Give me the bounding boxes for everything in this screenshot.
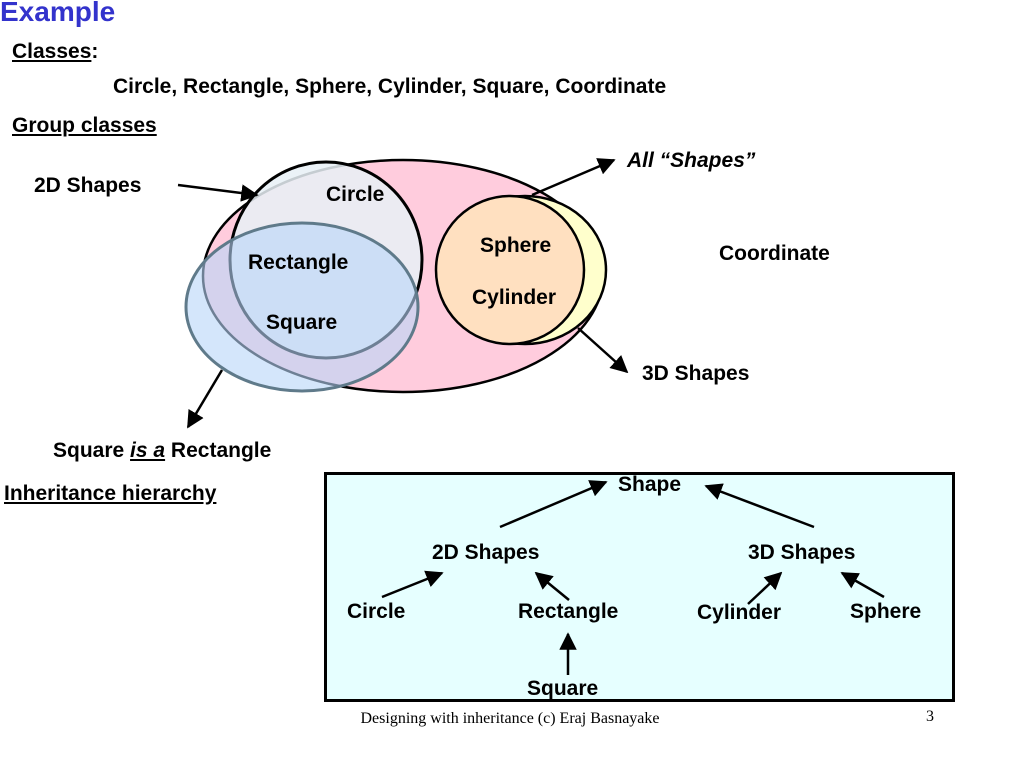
label-2d-shapes: 2D Shapes xyxy=(34,174,142,197)
venn-square-label: Square xyxy=(266,311,338,334)
arrow-rectangle-to-2d xyxy=(534,571,570,601)
venn-sphere-label: Sphere xyxy=(480,234,552,257)
label-all-shapes: All “Shapes” xyxy=(627,149,756,172)
node-square: Square xyxy=(527,677,599,700)
arrow-sphere-to-3d xyxy=(840,571,885,599)
node-cylinder: Cylinder xyxy=(697,601,782,624)
node-shape: Shape xyxy=(618,473,682,496)
arrow-2d-shapes xyxy=(177,183,259,202)
square-is-a-mid: is a xyxy=(130,439,166,462)
arrow-all-shapes xyxy=(531,158,616,197)
venn-circle-label: Circle xyxy=(326,183,385,206)
classes-colon: : xyxy=(91,40,99,63)
venn-rectangle-label: Rectangle xyxy=(248,251,349,274)
square-is-a-post: Rectangle xyxy=(170,439,272,462)
label-coordinate: Coordinate xyxy=(719,242,830,265)
group-classes-heading: Group classes xyxy=(12,114,157,137)
arrow-square-is-a xyxy=(186,369,224,429)
sphere-cylinder-circle xyxy=(434,194,586,346)
arrow-circle-to-2d xyxy=(381,570,444,599)
node-2d-shapes: 2D Shapes xyxy=(432,541,540,564)
arrow-3d-to-shape xyxy=(704,483,815,529)
label-3d-shapes: 3D Shapes xyxy=(642,362,750,385)
square-is-a-pre: Square xyxy=(53,439,125,462)
node-sphere: Sphere xyxy=(850,600,922,623)
rectangle-ellipse xyxy=(184,221,420,393)
page-number: 3 xyxy=(926,708,934,725)
node-circle: Circle xyxy=(347,600,406,623)
venn-cylinder-label: Cylinder xyxy=(472,286,557,309)
arrow-2d-to-shape xyxy=(499,480,608,529)
footer-text: Designing with inheritance (c) Eraj Basn… xyxy=(360,710,660,727)
node-rectangle: Rectangle xyxy=(518,600,619,623)
classes-list: Circle, Rectangle, Sphere, Cylinder, Squ… xyxy=(113,75,667,98)
arrow-cylinder-to-3d xyxy=(747,571,783,605)
slide-title: Example xyxy=(0,0,116,27)
arrow-3d-shapes xyxy=(577,327,629,374)
classes-heading: Classes xyxy=(12,40,92,63)
classes-heading-line: Classes: xyxy=(12,40,98,64)
square-is-a-rectangle: Square is a Rectangle xyxy=(53,439,271,463)
node-3d-shapes: 3D Shapes xyxy=(748,541,856,564)
inheritance-heading: Inheritance hierarchy xyxy=(4,482,217,505)
